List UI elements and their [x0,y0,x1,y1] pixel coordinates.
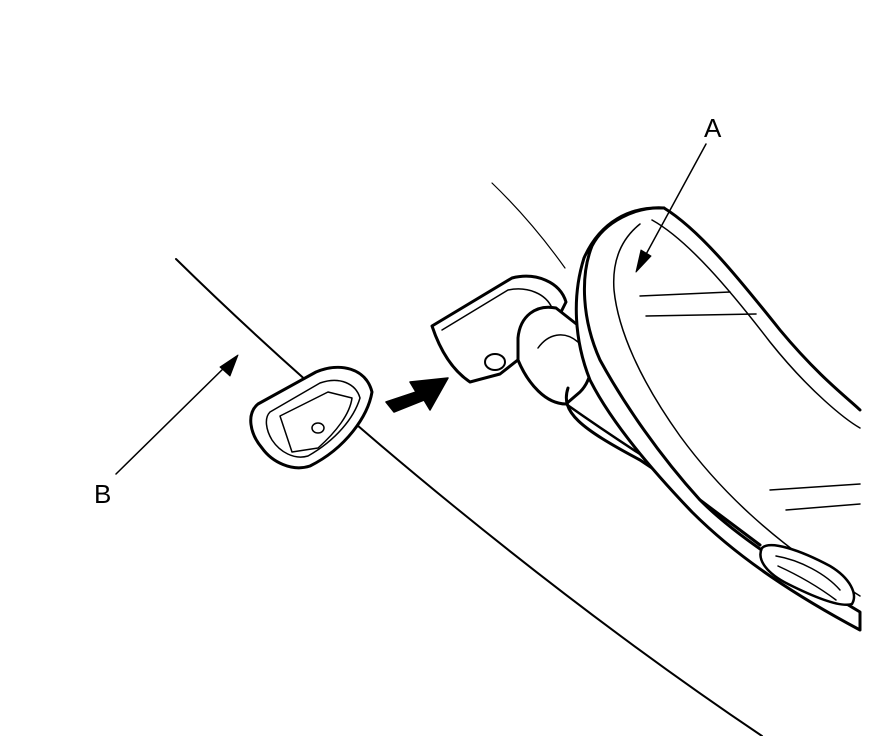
callout-a-leader [635,143,707,273]
windshield-edge-line [491,182,566,269]
callout-label-b: B [94,479,112,509]
callout-label-a: A [704,113,722,143]
headliner-edge-line [175,258,763,736]
sun-visor-body [564,206,862,632]
visor-retainer-clip [249,365,374,470]
callout-b-leader [115,354,239,475]
install-direction-arrow-icon [385,377,449,413]
